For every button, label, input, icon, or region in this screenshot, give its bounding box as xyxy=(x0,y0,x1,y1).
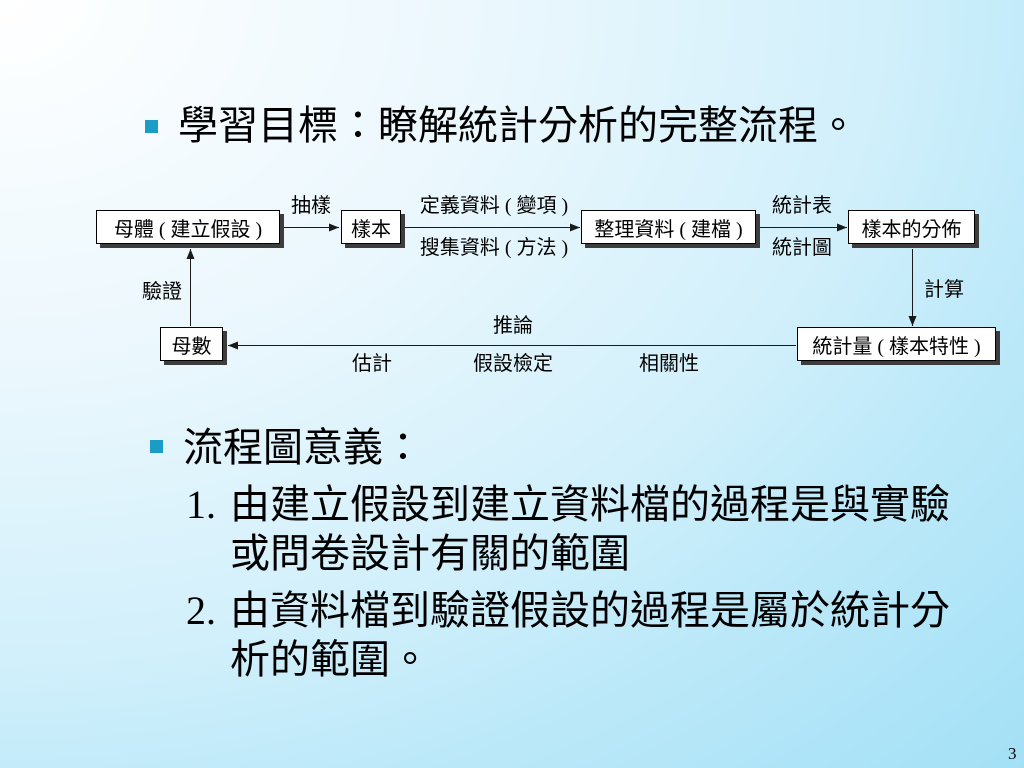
learning-objective: 學習目標：瞭解統計分析的完整流程。 xyxy=(178,103,858,148)
node-statistic: 統計量 ( 樣本特性 ) xyxy=(797,327,996,361)
edge-label-estimation: 估計 xyxy=(352,353,392,375)
node-sample-distribution: 樣本的分佈 xyxy=(848,210,975,244)
node-parameter: 母數 xyxy=(160,327,223,361)
edge-label-verification: 驗證 xyxy=(142,281,182,303)
numbered-item: 2. 由資料檔到驗證假設的過程是屬於統計分 析的範圍。 xyxy=(186,586,950,684)
node-population: 母體 ( 建立假設 ) xyxy=(96,210,280,244)
item-line: 由建立假設到建立資料檔的過程是與實驗 xyxy=(230,482,950,527)
item-line: 析的範圍。 xyxy=(230,637,430,682)
edge-label-statistical-chart: 統計圖 xyxy=(772,237,832,259)
numbered-item: 1. 由建立假設到建立資料檔的過程是與實驗 或問卷設計有關的範圍 xyxy=(186,480,950,578)
bullet-square-icon xyxy=(150,440,163,453)
edge-label-inference: 推論 xyxy=(493,315,533,337)
edge-label-define-data: 定義資料 ( 變項 ) xyxy=(419,195,569,217)
item-line: 或問卷設計有關的範圍 xyxy=(230,531,630,576)
page-number: 3 xyxy=(1008,744,1017,763)
node-sample: 樣本 xyxy=(341,210,401,244)
item-text: 由資料檔到驗證假設的過程是屬於統計分 析的範圍。 xyxy=(230,586,950,684)
item-line: 由資料檔到驗證假設的過程是屬於統計分 xyxy=(230,588,950,633)
edge-label-calculation: 計算 xyxy=(924,279,964,301)
item-number: 2. xyxy=(186,588,216,633)
edge-label-correlation: 相關性 xyxy=(639,353,699,375)
bullet-square-icon xyxy=(145,120,158,133)
edge-label-collect-data: 搜集資料 ( 方法 ) xyxy=(419,237,569,259)
section-heading: 流程圖意義： xyxy=(183,425,423,470)
item-text: 由建立假設到建立資料檔的過程是與實驗 或問卷設計有關的範圍 xyxy=(230,480,950,578)
edge-label-statistical-table: 統計表 xyxy=(772,195,832,217)
edge-label-sampling: 抽樣 xyxy=(291,195,331,217)
node-data-organization: 整理資料 ( 建檔 ) xyxy=(581,210,756,244)
item-number: 1. xyxy=(186,482,216,527)
edge-label-hypothesis-testing: 假設檢定 xyxy=(473,353,553,375)
